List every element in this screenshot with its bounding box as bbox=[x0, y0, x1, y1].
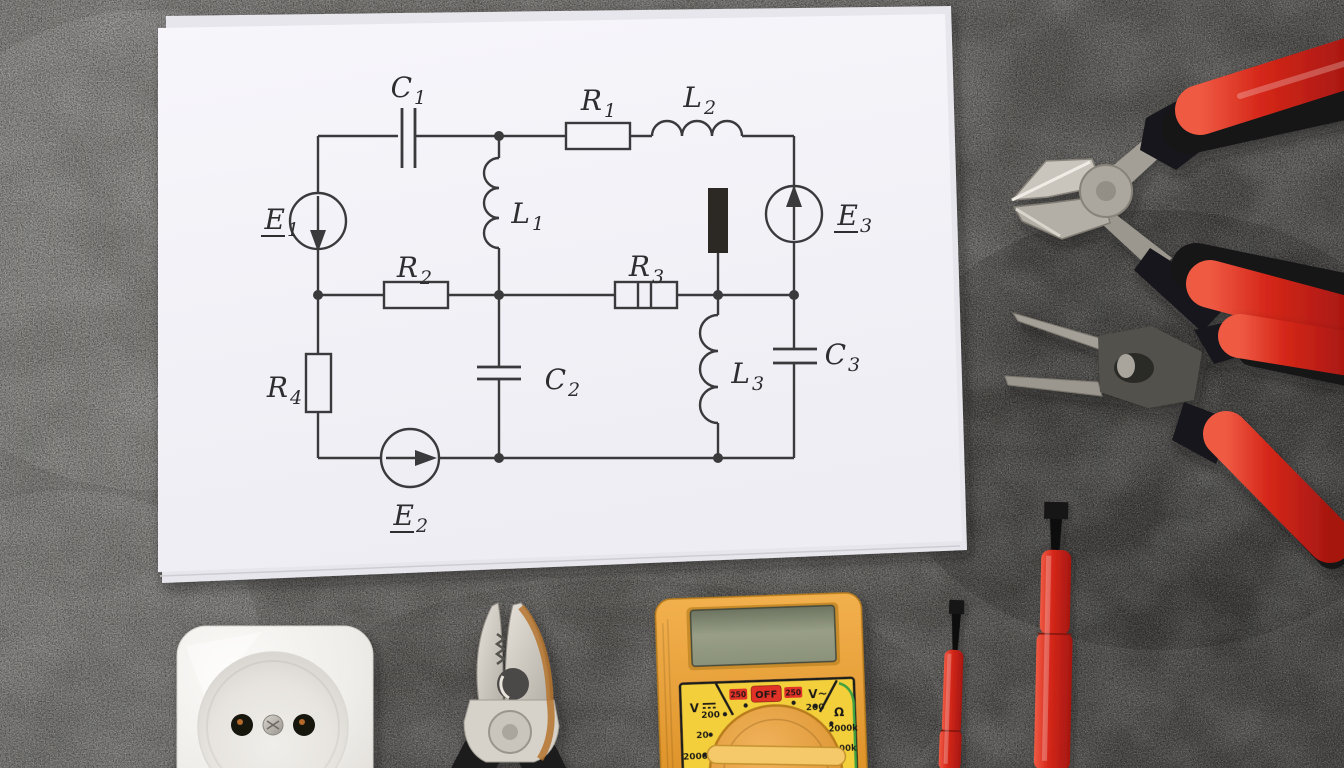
capacitor-c1 bbox=[400, 108, 417, 168]
ac-volts-label: V~ bbox=[808, 687, 828, 702]
multimeter: OFF 250 250 V 200 20 2000m V~ 200 Ω 2000… bbox=[654, 592, 869, 768]
screwdriver-small bbox=[938, 599, 965, 768]
label-r4: R bbox=[266, 371, 288, 404]
cutter-lower-handle bbox=[1186, 260, 1344, 345]
junction-dots bbox=[313, 131, 799, 463]
diagonal-pliers bbox=[1010, 38, 1344, 345]
label-r4-sub: 4 bbox=[289, 387, 302, 409]
label-l3-sub: 3 bbox=[752, 373, 764, 395]
needle-lower-jaw bbox=[1004, 375, 1103, 397]
screwdriver-large bbox=[1033, 501, 1073, 768]
off-label: OFF bbox=[755, 689, 778, 701]
circuit-labels: C 1 R 1 L 2 E 1 L 1 E 3 R 2 R 3 R 4 C 2 … bbox=[261, 71, 872, 537]
circuit-wires bbox=[316, 134, 796, 460]
label-c2: C bbox=[545, 363, 566, 396]
source-e3 bbox=[764, 184, 824, 244]
needle-lower-handle bbox=[1203, 411, 1344, 563]
label-e1: E bbox=[264, 203, 285, 236]
capacitor-c2 bbox=[477, 365, 521, 381]
needle-nose-pliers bbox=[1004, 312, 1344, 569]
dial-handle bbox=[706, 744, 847, 767]
dc-range-20: 20 bbox=[696, 731, 709, 741]
resistor-r3 bbox=[613, 280, 679, 310]
label-l2: L bbox=[682, 81, 702, 114]
label-e3-sub: 3 bbox=[860, 215, 872, 237]
label-r2-sub: 2 bbox=[419, 267, 432, 289]
multimeter-lcd bbox=[689, 604, 837, 667]
label-l1-sub: 1 bbox=[532, 213, 544, 235]
dc-250-badge bbox=[729, 688, 748, 700]
screwdriver-large-tip bbox=[1044, 501, 1069, 520]
label-c1-sub: 1 bbox=[414, 87, 426, 109]
off-badge bbox=[750, 684, 782, 703]
paper-front-sheet bbox=[158, 14, 962, 572]
sheet-edge-line bbox=[159, 545, 961, 577]
socket-hole-right bbox=[293, 714, 315, 736]
label-r3: R bbox=[628, 250, 650, 283]
screwdriver-large-shaft bbox=[1039, 549, 1072, 636]
resistor-r4 bbox=[304, 352, 333, 414]
range-dots bbox=[703, 700, 837, 758]
label-e1-sub: 1 bbox=[287, 219, 299, 241]
dc-range-200: 200 bbox=[701, 710, 720, 721]
ohm-range-200k: 200k bbox=[833, 744, 857, 755]
socket-recess bbox=[197, 651, 349, 768]
capacitor-c3 bbox=[773, 347, 817, 365]
dc-250-label: 250 bbox=[730, 690, 746, 700]
label-e3: E bbox=[837, 199, 858, 232]
label-c3-sub: 3 bbox=[848, 354, 860, 376]
inductor-l3 bbox=[698, 313, 719, 425]
label-l1: L bbox=[510, 197, 530, 230]
label-c2-sub: 2 bbox=[567, 379, 580, 401]
circuit-diagram: C 1 R 1 L 2 E 1 L 1 E 3 R 2 R 3 R 4 C 2 … bbox=[261, 71, 872, 537]
dc-volts-label: V bbox=[689, 701, 699, 715]
inductor-l2 bbox=[650, 119, 744, 137]
dark-component bbox=[708, 188, 728, 253]
label-c3: C bbox=[825, 338, 846, 371]
resistor-r1 bbox=[564, 121, 632, 151]
dc-symbol-icon bbox=[702, 702, 716, 709]
label-r1-sub: 1 bbox=[604, 100, 616, 122]
ohm-range-2000k: 2000k bbox=[828, 724, 858, 735]
label-e2-sub: 2 bbox=[415, 515, 428, 537]
source-e1 bbox=[288, 191, 348, 252]
socket-hole-left bbox=[231, 714, 253, 736]
label-r3-sub: 3 bbox=[652, 266, 664, 288]
pliers-right-handle bbox=[518, 736, 567, 768]
needle-upper-handle bbox=[1218, 314, 1344, 376]
pliers-joint-hole bbox=[497, 668, 529, 700]
ac-250-badge bbox=[784, 686, 803, 699]
label-e2: E bbox=[393, 499, 414, 532]
label-c1: C bbox=[391, 71, 412, 104]
label-l3: L bbox=[730, 357, 750, 390]
label-r1: R bbox=[580, 84, 602, 117]
combination-pliers bbox=[451, 602, 567, 768]
label-l2-sub: 2 bbox=[703, 97, 716, 119]
screwdriver-small-tip bbox=[948, 599, 965, 615]
pliers-left-handle bbox=[451, 732, 502, 768]
dc-range-2000m: 2000m bbox=[683, 752, 718, 763]
multimeter-dial bbox=[708, 704, 844, 768]
label-r2: R bbox=[396, 251, 418, 284]
ac-250-label: 250 bbox=[785, 688, 801, 698]
source-e2 bbox=[379, 427, 441, 489]
resistor-r2 bbox=[382, 280, 450, 310]
screwdriver-small-shaft bbox=[941, 649, 964, 734]
ohms-label: Ω bbox=[834, 705, 845, 719]
inductor-l1 bbox=[482, 156, 500, 250]
ohm-section-outline bbox=[838, 682, 859, 768]
wall-socket bbox=[176, 625, 374, 768]
